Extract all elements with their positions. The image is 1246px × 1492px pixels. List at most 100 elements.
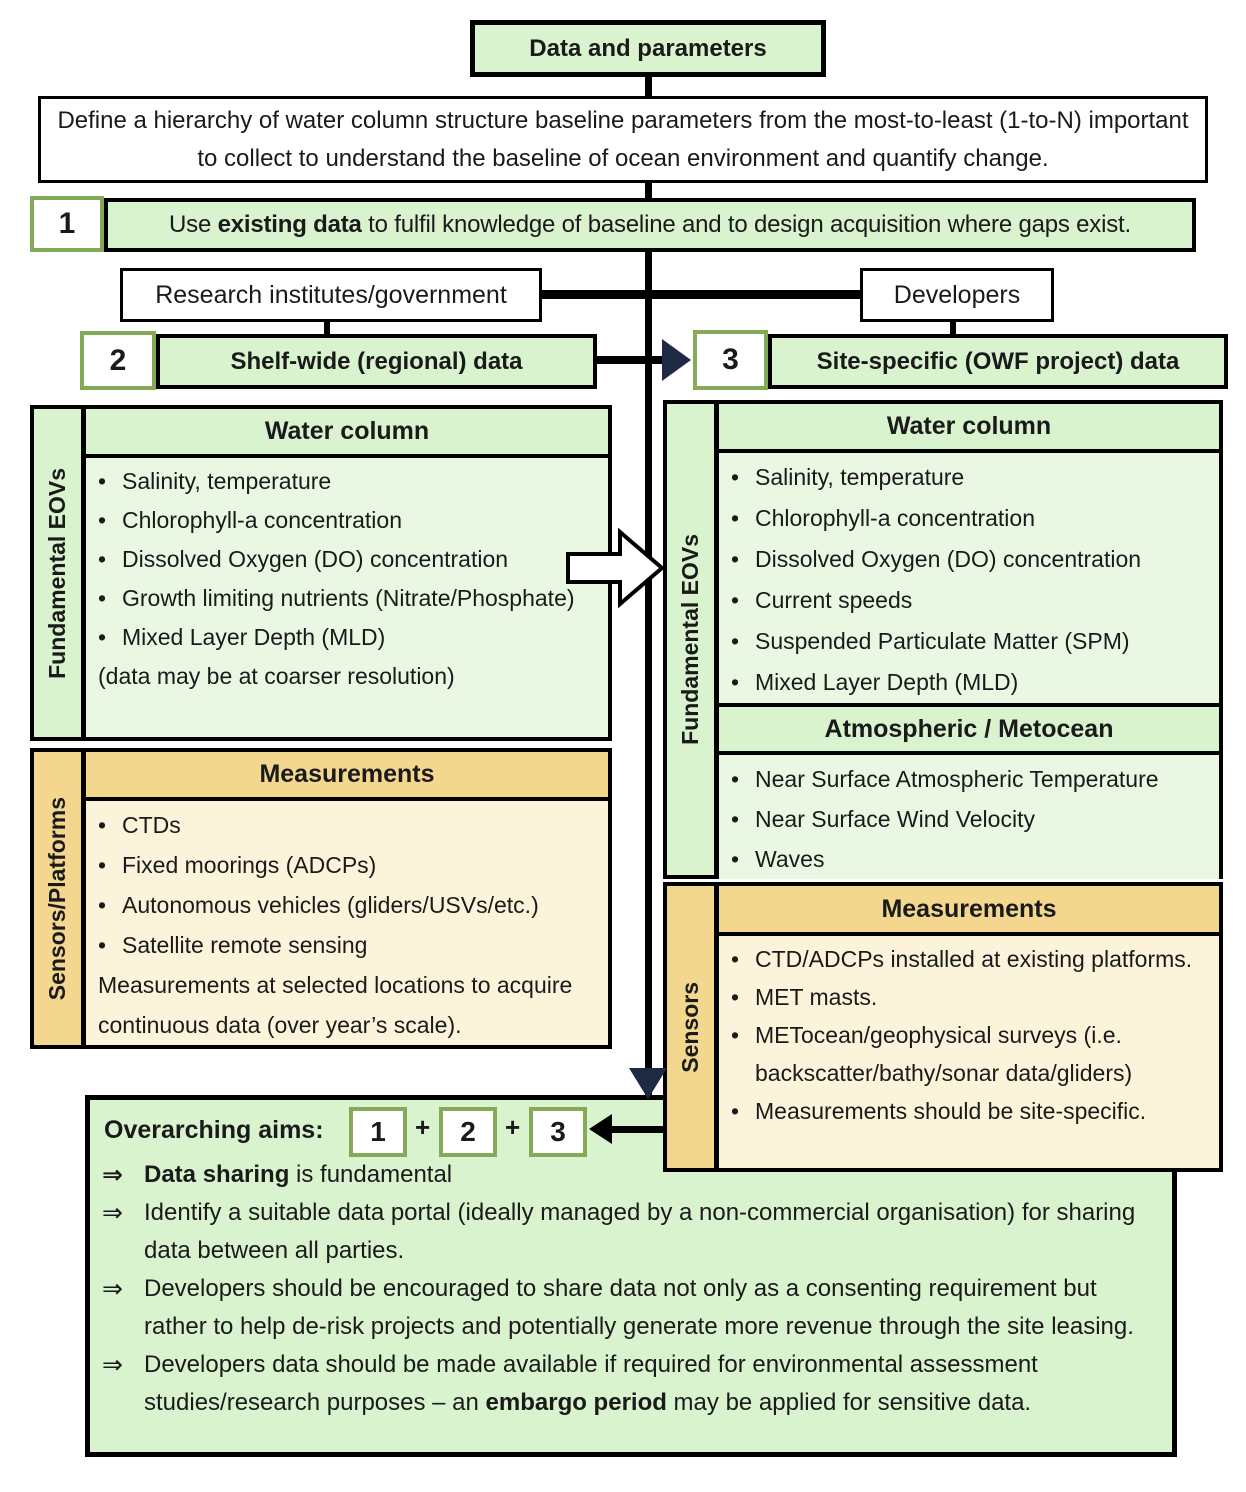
- implies-icon: ⇒: [102, 1199, 123, 1227]
- site-water-column-header: Water column: [719, 404, 1219, 453]
- aims-badge-2: 2: [439, 1107, 497, 1157]
- block-arrow-right-icon: [566, 527, 666, 609]
- step3-bar: Site-specific (OWF project) data: [768, 334, 1228, 389]
- regional-measurements-header-text: Measurements: [259, 760, 435, 788]
- bullet-icon: •: [731, 766, 740, 792]
- list-item: •Chlorophyll-a concentration: [731, 498, 1213, 539]
- bullet-icon: •: [731, 587, 740, 613]
- arrowhead-left-icon: [589, 1114, 612, 1144]
- list-item: •Dissolved Oxygen (DO) concentration: [98, 540, 602, 579]
- connector-definition-to-step1: [645, 181, 652, 200]
- regional-eovs-note: (data may be at coarser resolution): [98, 663, 455, 689]
- list-item: •Suspended Particulate Matter (SPM): [731, 621, 1213, 662]
- list-item: •Near Surface Atmospheric Temperature: [731, 759, 1213, 799]
- list-item: •Current speeds: [731, 580, 1213, 621]
- site-sensors-side-label: Sensors: [677, 981, 703, 1073]
- regional-sensors-side-label: Sensors/Platforms: [44, 796, 70, 1001]
- bullet-icon: •: [98, 812, 107, 838]
- step1-text: Use existing data to fulfil knowledge of…: [169, 211, 1131, 238]
- list-item: •Near Surface Wind Velocity: [731, 799, 1213, 839]
- source-developers-label: Developers: [893, 280, 1021, 309]
- bullet-icon: •: [98, 468, 107, 494]
- bullet-icon: •: [731, 984, 740, 1010]
- source-developers-box: Developers: [860, 268, 1054, 322]
- site-water-column-header-text: Water column: [886, 412, 1052, 440]
- bullet-icon: •: [731, 846, 740, 872]
- aims-badge-3: 3: [529, 1107, 587, 1157]
- list-item: •Dissolved Oxygen (DO) concentration: [731, 539, 1213, 580]
- list-item: •Growth limiting nutrients (Nitrate/Phos…: [98, 579, 602, 618]
- bullet-icon: •: [731, 669, 740, 695]
- arrowhead-right-icon: [662, 339, 691, 381]
- bullet-icon: •: [98, 852, 107, 878]
- regional-eovs-box: Fundamental EOVs Water column •Salinity,…: [30, 405, 612, 741]
- bullet-icon: •: [731, 806, 740, 832]
- connector-sources-horizontal: [540, 290, 862, 299]
- list-item: •Salinity, temperature: [98, 462, 602, 501]
- site-eovs-box: Fundamental EOVs Water column •Salinity,…: [663, 400, 1223, 879]
- regional-water-column-header: Water column: [86, 409, 608, 458]
- bullet-icon: •: [731, 505, 740, 531]
- aims-badge-1: 1: [349, 1107, 407, 1157]
- list-item: •Satellite remote sensing: [98, 925, 602, 965]
- overarching-aims-heading: Overarching aims:: [104, 1116, 324, 1144]
- bullet-icon: •: [731, 1098, 740, 1124]
- site-sensors-box: Sensors Measurements •CTD/ADCPs installe…: [663, 882, 1223, 1172]
- aim-item: ⇒ Developers should be encouraged to sha…: [102, 1270, 1158, 1346]
- step1-bar: Use existing data to fulfil knowledge of…: [104, 198, 1196, 252]
- bullet-icon: •: [731, 628, 740, 654]
- title-text: Data and parameters: [529, 34, 767, 62]
- site-eovs-side-strip: Fundamental EOVs: [667, 404, 719, 875]
- list-item: •MET masts.: [731, 978, 1213, 1016]
- site-eovs-side-label: Fundamental EOVs: [677, 534, 703, 745]
- bullet-icon: •: [731, 1022, 740, 1048]
- title-box: Data and parameters: [470, 20, 826, 77]
- bullet-icon: •: [731, 464, 740, 490]
- regional-water-column-header-text: Water column: [264, 417, 430, 445]
- bullet-icon: •: [98, 585, 107, 611]
- regional-sensors-side-strip: Sensors/Platforms: [34, 752, 86, 1045]
- definition-text: Define a hierarchy of water column struc…: [57, 106, 1189, 172]
- step1-number-badge: 1: [30, 196, 104, 252]
- site-measurements-header-text: Measurements: [881, 894, 1057, 923]
- bullet-icon: •: [98, 624, 107, 650]
- list-item: •Mixed Layer Depth (MLD): [98, 618, 602, 657]
- connector-developers-stub: [950, 320, 956, 334]
- source-research-box: Research institutes/government: [120, 268, 542, 322]
- implies-icon: ⇒: [102, 1275, 123, 1303]
- regional-water-column-list: •Salinity, temperature •Chlorophyll-a co…: [86, 458, 608, 737]
- aim-item: ⇒ Developers data should be made availab…: [102, 1346, 1158, 1422]
- connector-step2-to-step3: [597, 356, 663, 364]
- regional-sensors-note: Measurements at selected locations to ac…: [98, 972, 573, 1038]
- step2-bar: Shelf-wide (regional) data: [156, 334, 597, 389]
- step3-number: 3: [722, 343, 739, 376]
- list-item: •Fixed moorings (ADCPs): [98, 845, 602, 885]
- overarching-aims-header-row: Overarching aims: 1 + 2 + 3: [102, 1104, 1158, 1157]
- site-water-column-list: •Salinity, temperature •Chlorophyll-a co…: [719, 453, 1219, 703]
- site-sensors-side-strip: Sensors: [667, 886, 719, 1168]
- step2-number-badge: 2: [80, 331, 156, 390]
- aims-arrow-line: [610, 1126, 680, 1133]
- bullet-icon: •: [731, 946, 740, 972]
- bullet-icon: •: [98, 507, 107, 533]
- regional-eovs-side-strip: Fundamental EOVs: [34, 409, 86, 737]
- regional-measurements-header: Measurements: [86, 752, 608, 801]
- bullet-icon: •: [98, 892, 107, 918]
- step3-number-badge: 3: [693, 330, 768, 390]
- implies-icon: ⇒: [102, 1351, 123, 1379]
- list-item: •Salinity, temperature: [731, 457, 1213, 498]
- site-measurements-header: Measurements: [719, 886, 1219, 936]
- central-vertical-line: [645, 249, 652, 1095]
- list-item: •CTD/ADCPs installed at existing platfor…: [731, 940, 1213, 978]
- list-item: •Mixed Layer Depth (MLD): [731, 662, 1213, 703]
- list-item: •Measurements should be site-specific.: [731, 1092, 1213, 1130]
- aims-plus-1: +: [415, 1112, 431, 1142]
- aim-item: ⇒ Identify a suitable data portal (ideal…: [102, 1194, 1158, 1270]
- regional-measurements-list: •CTDs •Fixed moorings (ADCPs) •Autonomou…: [86, 801, 608, 1045]
- list-item: •METocean/geophysical surveys (i.e. back…: [731, 1016, 1213, 1092]
- bullet-icon: •: [98, 546, 107, 572]
- definition-box: Define a hierarchy of water column struc…: [38, 96, 1208, 183]
- aim-item: ⇒ Data sharing is fundamental: [102, 1156, 1158, 1194]
- connector-title-to-definition: [645, 75, 652, 97]
